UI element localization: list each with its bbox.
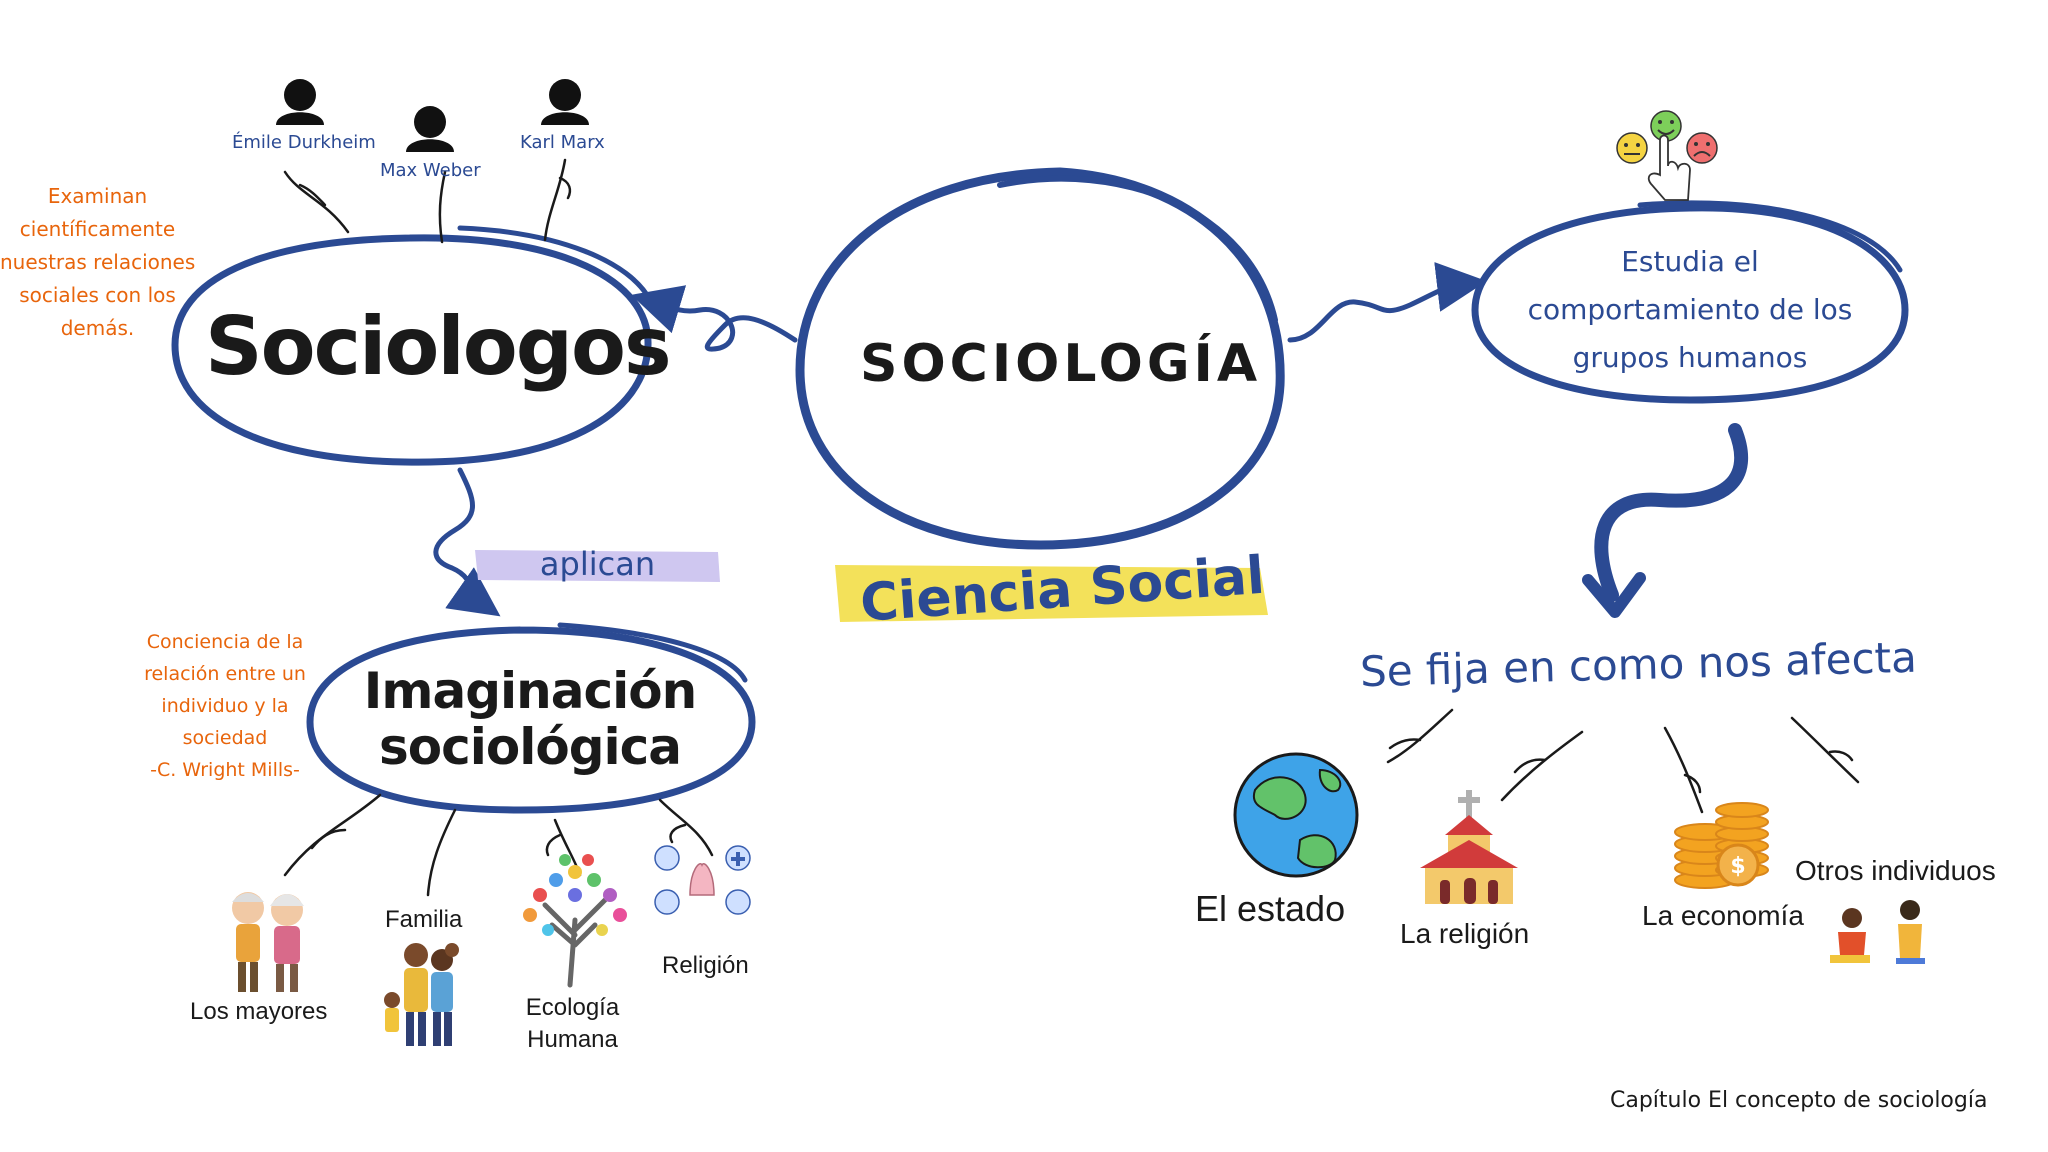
globe-icon bbox=[1233, 752, 1359, 878]
center-ellipse bbox=[795, 167, 1285, 550]
imaginacion-title-line: sociológica bbox=[378, 718, 682, 776]
item-label-familia: Familia bbox=[385, 906, 463, 933]
imaginacion-title: Imaginación sociológica bbox=[330, 663, 730, 775]
connector-estudia-afecta bbox=[1594, 423, 1749, 602]
imaginacion-title-line: Imaginación bbox=[363, 662, 697, 720]
estudia-ellipse bbox=[1471, 200, 1909, 404]
item-label-otros: Otros individuos bbox=[1795, 855, 1996, 886]
link-label-aplican: aplican bbox=[539, 545, 656, 583]
ciencia-social-highlight bbox=[835, 565, 1268, 622]
item-label-religion-afecta: La religión bbox=[1400, 918, 1530, 949]
connector-sociologos-imaginacion bbox=[433, 467, 501, 617]
note-line: nuestras relaciones bbox=[0, 250, 196, 274]
tree-network-icon bbox=[523, 854, 627, 988]
person-icon bbox=[406, 106, 454, 152]
family-icon bbox=[384, 943, 459, 1046]
people-branches bbox=[283, 158, 572, 244]
estudia-line: Estudia el bbox=[1621, 245, 1759, 278]
aplican-highlight bbox=[475, 550, 720, 582]
religion-symbols-icon bbox=[654, 845, 751, 915]
elderly-couple-icon bbox=[232, 892, 304, 992]
item-label-religion: Religión bbox=[662, 952, 749, 979]
note-line: -C. Wright Mills- bbox=[150, 759, 300, 781]
note-line: sociales con los bbox=[19, 283, 176, 307]
sociologos-title: Sociologos bbox=[205, 300, 672, 393]
connector-center-estudia bbox=[1287, 262, 1487, 343]
svg-text:$: $ bbox=[1730, 854, 1745, 879]
estudia-line: comportamiento de los bbox=[1527, 293, 1853, 326]
person-icon bbox=[276, 79, 324, 125]
person-name-durkheim: Émile Durkheim bbox=[232, 132, 376, 153]
imaginacion-note: Conciencia de la relación entre un indiv… bbox=[120, 626, 330, 786]
sociologos-note: Examinan científicamente nuestras relaci… bbox=[0, 180, 195, 345]
note-line: individuo y la bbox=[161, 695, 289, 717]
center-title: SOCIOLOGÍA bbox=[860, 334, 1262, 394]
conversation-people-icon bbox=[1830, 900, 1925, 964]
note-line: Examinan bbox=[47, 184, 148, 208]
note-line: relación entre un bbox=[144, 663, 306, 685]
imaginacion-ellipse bbox=[306, 622, 756, 814]
estudia-text: Estudia el comportamiento de los grupos … bbox=[1490, 238, 1890, 382]
imaginacion-branches bbox=[283, 793, 714, 897]
feedback-emoji-icon bbox=[1616, 110, 1718, 201]
item-label-ecologia: Ecología Humana bbox=[505, 992, 640, 1056]
person-name-marx: Karl Marx bbox=[520, 132, 605, 153]
person-name-weber: Max Weber bbox=[380, 160, 481, 181]
item-label-estado: El estado bbox=[1195, 888, 1346, 929]
item-label-line: Ecología bbox=[525, 994, 620, 1021]
coins-icon: $ bbox=[1674, 802, 1769, 889]
item-label-mayores: Los mayores bbox=[190, 998, 328, 1025]
afecta-branches bbox=[1386, 708, 1860, 814]
note-line: sociedad bbox=[182, 727, 268, 749]
chapter-footer: Capítulo El concepto de sociología bbox=[1610, 1088, 1988, 1113]
item-label-line: Humana bbox=[527, 1026, 618, 1053]
note-line: científicamente bbox=[19, 217, 176, 241]
connector-estudia-afecta-head bbox=[1582, 572, 1646, 618]
item-label-economia: La economía bbox=[1642, 900, 1804, 931]
note-line: Conciencia de la bbox=[146, 631, 304, 653]
person-icon bbox=[541, 79, 589, 125]
estudia-line: grupos humanos bbox=[1572, 341, 1808, 374]
church-icon bbox=[1420, 790, 1518, 904]
note-line: demás. bbox=[60, 316, 135, 340]
connector-center-sociologos bbox=[631, 285, 798, 352]
